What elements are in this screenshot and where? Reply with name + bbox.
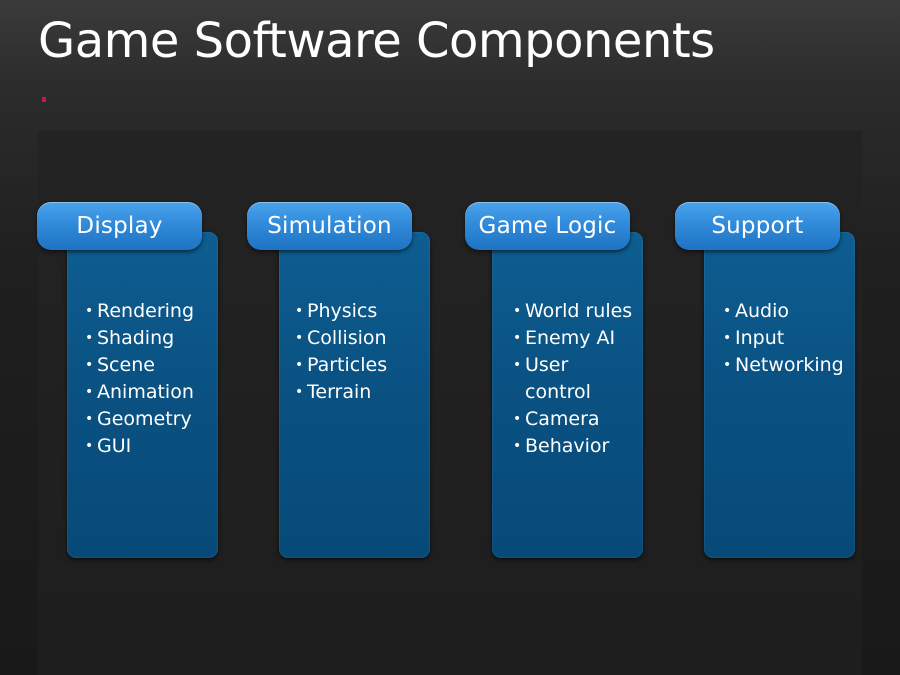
column-body	[492, 232, 643, 558]
bullet-icon: •	[295, 303, 304, 319]
column-header: Simulation	[247, 202, 412, 250]
list-item: •Animation	[85, 379, 215, 406]
bullet-icon: •	[513, 411, 522, 427]
list-item: •Rendering	[85, 298, 215, 325]
bullet-icon: •	[85, 330, 94, 346]
list-item-label: Behavior	[525, 435, 610, 457]
list-item-label: Input	[735, 327, 785, 349]
column-support: Support •Audio •Input •Networking	[675, 202, 895, 562]
bullet-icon: •	[295, 330, 304, 346]
list-item: •Camera	[513, 406, 643, 433]
list-item: •Geometry	[85, 406, 215, 433]
list-item: •Shading	[85, 325, 215, 352]
bullet-icon: •	[295, 357, 304, 373]
bullet-icon: •	[513, 438, 522, 454]
column-item-list: •World rules •Enemy AI •User control •Ca…	[513, 298, 643, 460]
bullet-icon: •	[295, 384, 304, 400]
list-item: •Enemy AI	[513, 325, 643, 352]
column-simulation: Simulation •Physics •Collision •Particle…	[247, 202, 467, 562]
column-body	[704, 232, 855, 558]
list-item-label: Audio	[735, 300, 790, 322]
list-item: •GUI	[85, 433, 215, 460]
column-body	[279, 232, 430, 558]
bullet-icon: •	[723, 357, 732, 373]
column-game-logic: Game Logic •World rules •Enemy AI •User …	[465, 202, 685, 562]
list-item: •Scene	[85, 352, 215, 379]
title-accent-mark	[42, 97, 46, 102]
column-header: Display	[37, 202, 202, 250]
slide-title: Game Software Components	[38, 13, 715, 69]
bullet-icon: •	[85, 411, 94, 427]
list-item: •Audio	[723, 298, 853, 325]
column-body	[67, 232, 218, 558]
list-item: •Particles	[295, 352, 425, 379]
bullet-icon: •	[513, 357, 522, 373]
list-item-label: Shading	[97, 327, 175, 349]
list-item: •Collision	[295, 325, 425, 352]
list-item: •Terrain	[295, 379, 425, 406]
list-item-label: Particles	[307, 354, 388, 376]
column-item-list: •Physics •Collision •Particles •Terrain	[295, 298, 425, 406]
list-item: •Networking	[723, 352, 853, 379]
bullet-icon: •	[85, 384, 94, 400]
list-item-label: World rules	[525, 300, 633, 322]
list-item: •Input	[723, 325, 853, 352]
list-item-label: GUI	[97, 435, 132, 457]
column-item-list: •Rendering •Shading •Scene •Animation •G…	[85, 298, 215, 460]
bullet-icon: •	[513, 303, 522, 319]
column-display: Display •Rendering •Shading •Scene •Anim…	[37, 202, 257, 562]
bullet-icon: •	[85, 438, 94, 454]
list-item: •Behavior	[513, 433, 643, 460]
bullet-icon: •	[513, 330, 522, 346]
bullet-icon: •	[723, 330, 732, 346]
list-item-label: Rendering	[97, 300, 195, 322]
column-item-list: •Audio •Input •Networking	[723, 298, 853, 379]
list-item-label: Camera	[525, 408, 600, 430]
column-header: Support	[675, 202, 840, 250]
list-item: •World rules	[513, 298, 643, 325]
list-item-label: Terrain	[307, 381, 372, 403]
bullet-icon: •	[85, 303, 94, 319]
list-item-label: Enemy AI	[525, 327, 616, 349]
list-item-label: User control	[525, 354, 591, 403]
bullet-icon: •	[723, 303, 732, 319]
list-item: •User control	[513, 352, 621, 406]
list-item-label: Animation	[97, 381, 194, 403]
list-item-label: Scene	[97, 354, 155, 376]
list-item-label: Physics	[307, 300, 378, 322]
bullet-icon: •	[85, 357, 94, 373]
list-item-label: Geometry	[97, 408, 192, 430]
list-item: •Physics	[295, 298, 425, 325]
column-header: Game Logic	[465, 202, 630, 250]
list-item-label: Networking	[735, 354, 844, 376]
list-item-label: Collision	[307, 327, 387, 349]
